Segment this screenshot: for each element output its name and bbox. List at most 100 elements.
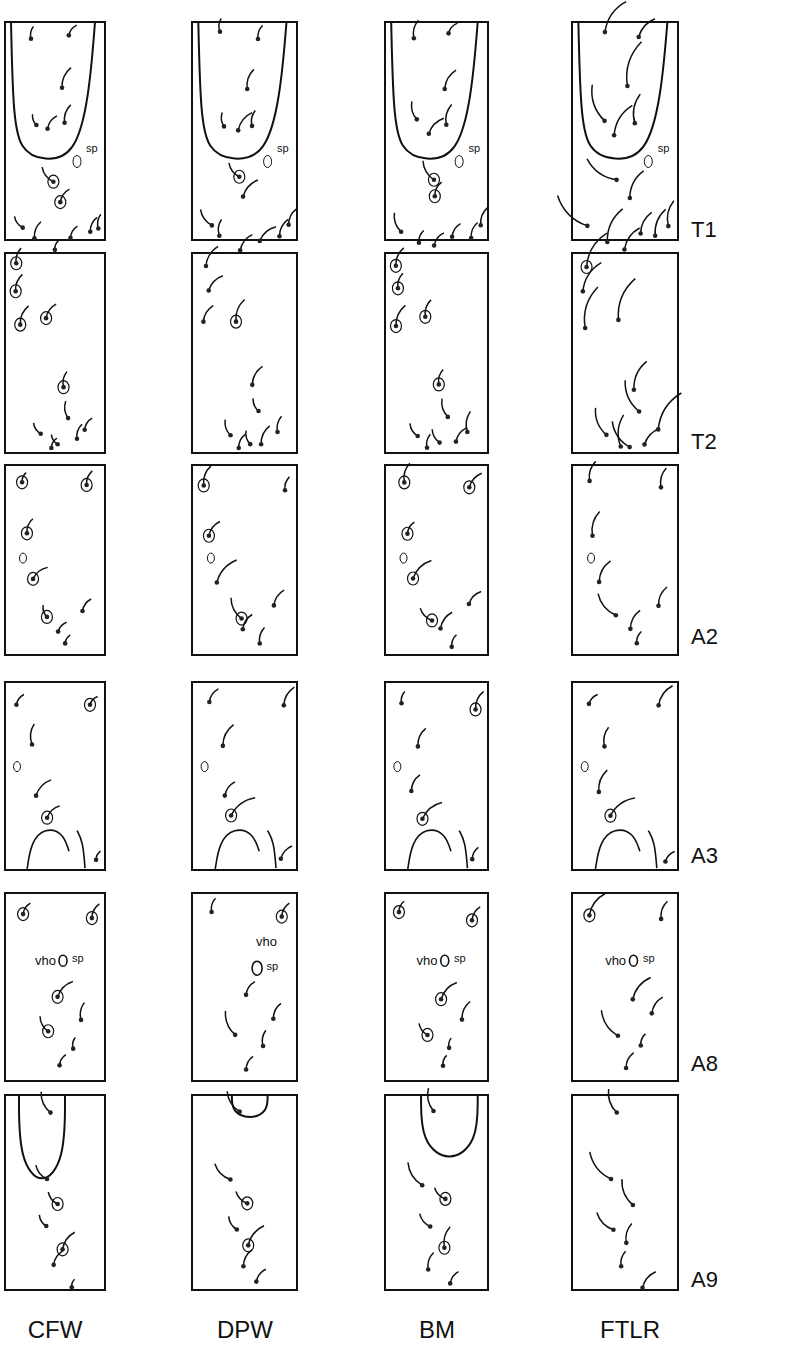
segment-panel [572,461,678,655]
seta [448,1272,459,1286]
seta [619,1251,626,1268]
seta [282,687,295,708]
seta [590,512,599,538]
seta [449,635,456,649]
seta [256,25,263,41]
seta [597,561,611,584]
seta [88,217,97,234]
panel-frame [572,682,678,870]
proleg-outline [268,831,276,869]
segment-panel [385,20,488,247]
seta [444,104,452,127]
spiracle-label: sp [453,953,467,964]
seta [478,207,488,227]
seta [29,26,34,41]
seta [240,614,252,631]
seta [598,594,618,618]
segment-label: A9 [690,1269,719,1291]
seta [656,393,681,432]
proleg-outline [215,830,259,870]
seta [28,567,48,585]
seta [253,398,261,413]
seta [53,240,60,252]
seta [277,219,288,238]
seta [630,978,650,1002]
segment-panel [572,1089,678,1290]
seta [612,105,633,137]
seta [221,113,226,129]
seta [32,114,38,127]
seta [200,209,214,227]
seta [412,20,419,40]
seta [450,224,461,240]
seta [84,697,97,712]
seta [417,230,424,245]
seta [201,306,213,324]
panel-frame [572,893,678,1081]
seta [402,522,414,540]
seta [198,466,211,492]
proleg-outline [459,831,467,869]
segment-panel [558,2,678,252]
segment-panel [385,893,488,1081]
seta [62,105,70,125]
panel-frame [385,465,488,655]
segment-panel [5,682,105,870]
spiracle [581,762,588,772]
segment-panel [5,893,105,1081]
seta [51,434,60,446]
seta [254,1269,266,1284]
seta [41,304,57,324]
seta [57,1055,66,1068]
segment-panel [192,465,297,655]
seta [225,420,233,438]
seta [460,1002,471,1022]
seta [587,159,619,182]
seta [435,1188,451,1206]
seta [215,1164,233,1182]
anal-shield [19,1095,65,1178]
seta [241,1250,252,1269]
seta [408,1162,425,1187]
seta [39,1215,48,1229]
spiracle-label: sp [85,143,99,154]
seta [656,686,672,708]
spiracle-label: sp [467,143,481,154]
proleg-outline [408,830,451,870]
seta [15,306,29,331]
seta [276,903,289,923]
seta [236,434,245,450]
segment-panel [192,246,297,453]
seta [34,423,43,436]
seta [257,227,276,243]
spiracle-label: sp [266,961,280,972]
segment-panel [5,465,105,655]
seta [227,1091,242,1114]
segment-label: A8 [690,1053,719,1075]
seta [279,846,292,861]
segment-label: A3 [690,845,719,867]
species-label: DPW [216,1318,274,1342]
seta [587,461,595,483]
spiracle [59,955,67,966]
seta [616,279,635,323]
proleg-outline [648,831,656,869]
seta [69,1279,74,1289]
seta-label: vho [604,954,627,967]
seta [65,401,71,420]
spiracle-label: sp [276,143,290,154]
panel-frame [192,253,297,453]
seta [628,610,640,631]
seta [442,399,450,419]
seta [612,421,632,449]
seta [638,1034,645,1048]
seta [408,560,432,585]
panel-frame [192,22,297,240]
spiracle [73,156,81,168]
seta [419,1023,433,1041]
seta [257,627,264,645]
seta-label: vho [416,954,439,967]
segment-panel [5,248,105,453]
seta [467,592,482,607]
segment-panel [5,22,105,252]
